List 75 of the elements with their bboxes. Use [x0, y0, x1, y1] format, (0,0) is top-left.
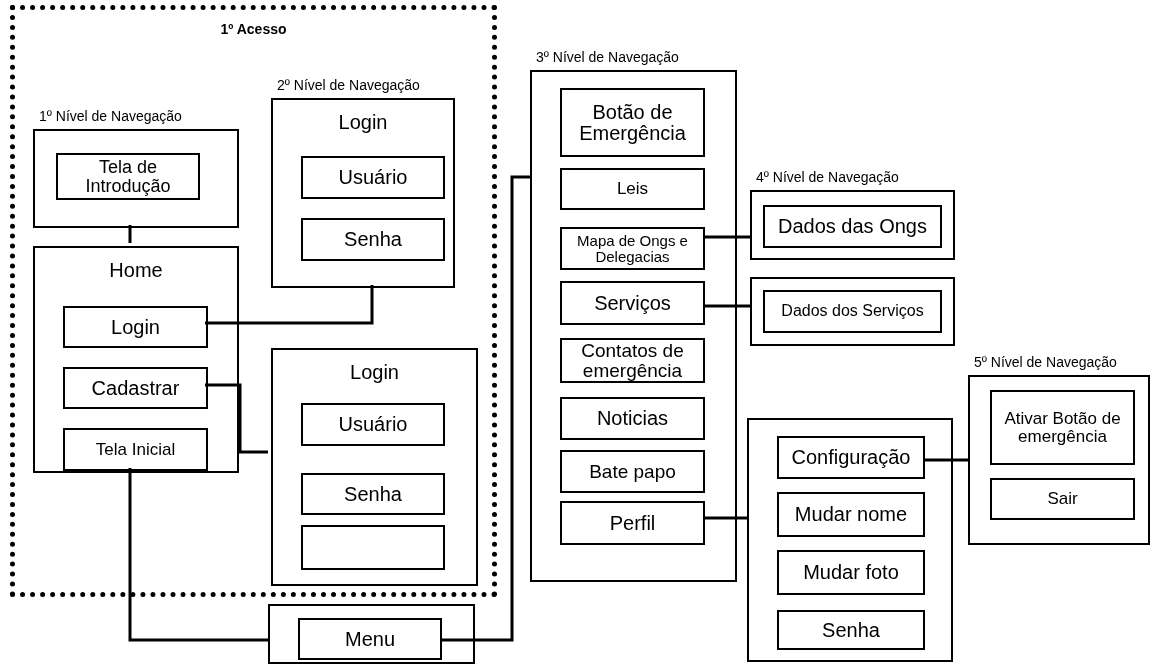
field-box [301, 218, 445, 261]
level-heading: 4º Nível de Navegação [755, 170, 900, 184]
box-label: Senha [344, 229, 402, 250]
box-label: Mudar nome [794, 504, 908, 525]
box-label: Usuário [338, 167, 408, 188]
box-label: Serviços [594, 292, 671, 314]
connector-line [128, 225, 132, 243]
field-box [301, 403, 445, 446]
box-label: Contatos de emergência [580, 340, 685, 381]
screen-group-box [33, 246, 239, 473]
box-heading: Login [350, 362, 399, 383]
screen-box [777, 550, 925, 595]
connector-line [128, 468, 268, 642]
screen-box [560, 88, 705, 157]
box-label: Login [111, 316, 160, 338]
field-box [301, 473, 445, 515]
dotted-region [10, 5, 497, 597]
box-label: Dados das Ongs [778, 216, 927, 237]
screen-box [777, 436, 925, 479]
box-label: Senha [822, 619, 880, 641]
screen-box [63, 428, 208, 471]
box-label: Botão de Emergência [578, 101, 687, 144]
connector-line [442, 175, 530, 642]
screen-box [560, 397, 705, 440]
box-label: Bate papo [589, 461, 676, 482]
screen-box [63, 306, 208, 348]
box-label: Tela Inicial [95, 440, 176, 459]
screen-box [560, 227, 705, 270]
box-label: Cadastrar [91, 377, 180, 399]
box-label: Sair [1047, 490, 1078, 508]
screen-box [560, 168, 705, 210]
screen-box [63, 367, 208, 409]
screen-box [763, 290, 942, 333]
connector-line [705, 235, 750, 239]
box-heading: Login [338, 112, 388, 133]
box-heading: Home [109, 260, 163, 281]
connector-line [205, 285, 374, 325]
box-label: Menu [345, 628, 395, 650]
box-label: Ativar Botão de emergência [1003, 409, 1122, 446]
screen-box [777, 610, 925, 650]
screen-box [560, 501, 705, 545]
connector-line [705, 516, 747, 520]
screen-group-box [747, 418, 953, 662]
screen-box [560, 338, 705, 383]
box-label: Configuração [791, 447, 911, 468]
screen-group-box [271, 348, 478, 586]
screen-box [990, 390, 1135, 465]
box-label: Noticias [596, 408, 669, 429]
screen-box [560, 281, 705, 325]
level-heading: 3º Nível de Navegação [535, 50, 680, 64]
level-heading: 1º Nível de Navegação [38, 109, 183, 123]
screen-box [763, 205, 942, 248]
box-label: Usuário [338, 414, 408, 435]
box-label: Leis [616, 180, 649, 198]
box-label: Perfil [609, 512, 656, 534]
box-label: Mapa de Ongs e Delegacias [576, 232, 689, 265]
box-label: Dados dos Serviços [781, 303, 924, 320]
box-label: Senha [344, 483, 402, 505]
connector-line [925, 458, 968, 462]
level-heading: 2º Nível de Navegação [276, 78, 421, 92]
box-label: Mudar foto [803, 562, 899, 583]
screen-box [560, 450, 705, 493]
connector-line [205, 383, 268, 454]
level-box [750, 277, 955, 346]
field-box [301, 156, 445, 199]
box-label: Tela de Introdução [84, 157, 172, 196]
screen-box [777, 492, 925, 537]
menu-group-box [268, 604, 475, 664]
screen-box [56, 153, 200, 200]
level-heading: 5º Nível de Navegação [973, 355, 1118, 369]
screen-box [298, 618, 442, 660]
connector-line [705, 304, 750, 308]
screen-box [990, 478, 1135, 520]
button-box [301, 525, 445, 570]
region-title: 1º Acesso [220, 22, 287, 37]
